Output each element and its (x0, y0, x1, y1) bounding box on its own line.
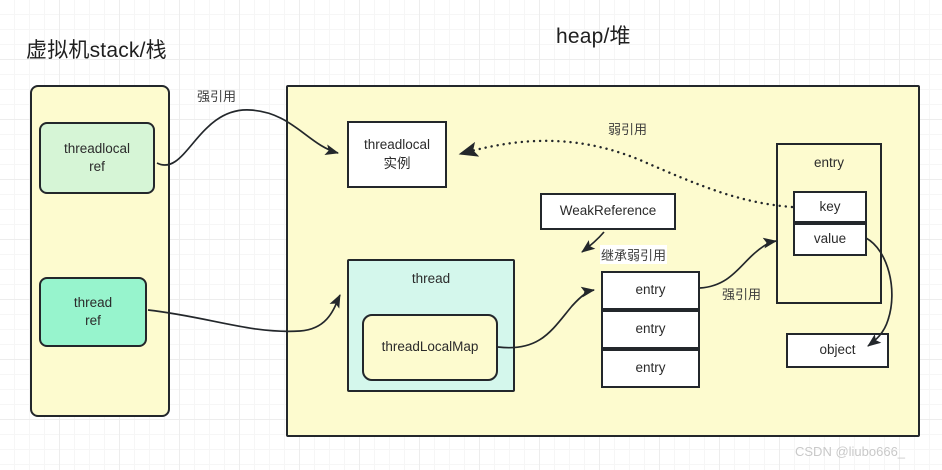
edge-label-weak-ref: 弱引用 (608, 122, 648, 137)
edge-label-strong-ref-entry: 强引用 (722, 287, 762, 302)
object-box[interactable]: object (786, 333, 889, 368)
heap-region-title: heap/堆 (556, 25, 631, 48)
watermark: CSDN @liubo666_ (795, 444, 906, 459)
entry-key-cell[interactable]: key (793, 191, 867, 223)
edge-label-inherit-weak-ref: 继承弱引用 (600, 245, 668, 264)
entry-list-item-2[interactable]: entry (601, 349, 700, 388)
weak-reference-box[interactable]: WeakReference (540, 193, 676, 230)
edge-label-strong-ref-stack: 强引用 (197, 89, 237, 104)
stack-region-title: 虚拟机stack/栈 (26, 39, 167, 62)
entry-value-cell[interactable]: value (793, 223, 867, 256)
entry-detail-box[interactable]: entry (776, 143, 882, 304)
threadlocal-instance-box[interactable]: threadlocal 实例 (347, 121, 447, 188)
threadlocal-ref-box[interactable]: threadlocal ref (39, 122, 155, 194)
thread-local-map-box[interactable]: threadLocalMap (362, 314, 498, 381)
entry-list-item-1[interactable]: entry (601, 310, 700, 349)
entry-list-item-0[interactable]: entry (601, 271, 700, 310)
entry-detail-title: entry (813, 155, 844, 170)
thread-ref-box[interactable]: thread ref (39, 277, 147, 347)
thread-box-label: thread (411, 271, 451, 286)
